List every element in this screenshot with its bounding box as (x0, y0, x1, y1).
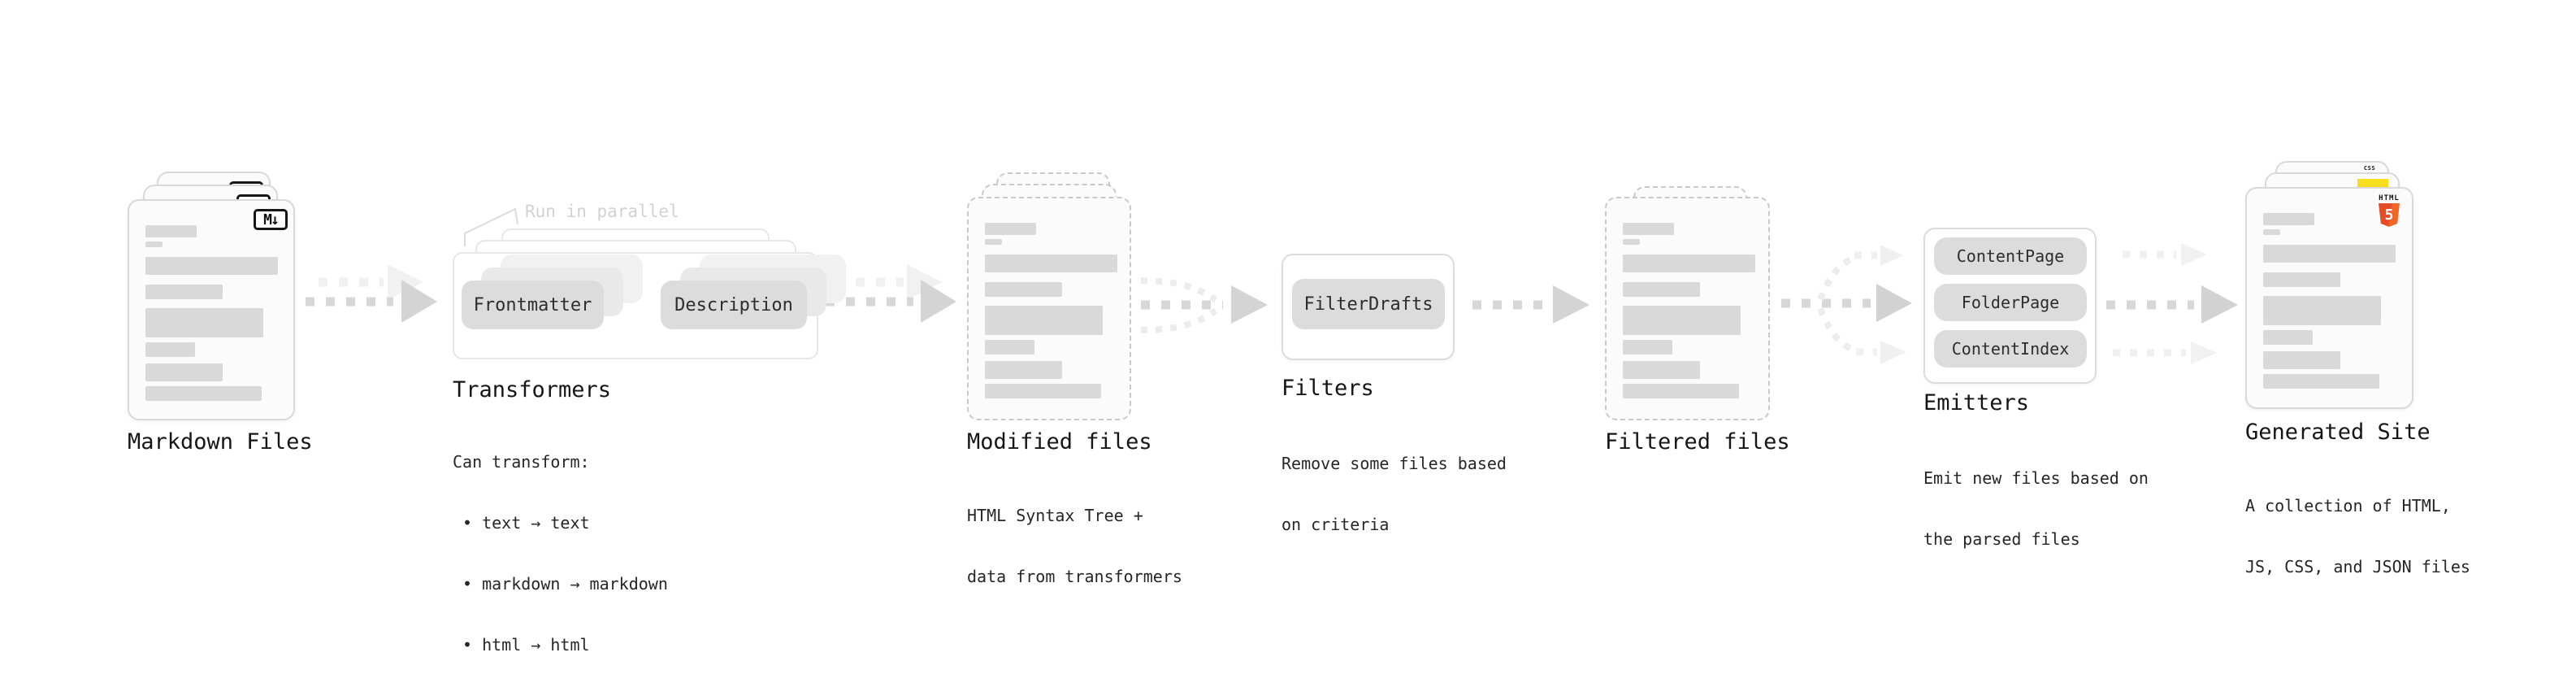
emitters-description: Emit new files based on the parsed files (1923, 428, 2149, 590)
description-line: • html → html (462, 635, 590, 655)
generated-site-label: Generated Site (2245, 420, 2431, 445)
filters-label: Filters (1281, 376, 1374, 401)
description-line: on criteria (1281, 515, 1390, 534)
modified-file-card (967, 197, 1131, 420)
markdown-files-label: Markdown Files (128, 429, 313, 455)
generated-site-description: A collection of HTML, JS, CSS, and JSON … (2245, 455, 2470, 618)
modified-files-label: Modified files (967, 429, 1152, 455)
description-line: data from transformers (967, 567, 1182, 586)
document-placeholder-lines (2263, 213, 2396, 389)
emitters-label: Emitters (1923, 390, 2030, 415)
description-line: Remove some files based (1281, 454, 1507, 473)
modified-files-description: HTML Syntax Tree + data from transformer… (967, 465, 1182, 628)
description-line: the parsed files (1923, 529, 2080, 549)
folderpage-pill: FolderPage (1934, 284, 2087, 321)
filtered-files-label: Filtered files (1605, 429, 1790, 455)
transformers-label: Transformers (453, 377, 612, 402)
arrow-markdown-to-transformers (306, 264, 437, 323)
description-line: • text → text (462, 513, 590, 533)
arrow-modified-to-filters (1140, 277, 1268, 333)
arrows-emitters-to-generated (2106, 243, 2238, 364)
description-line: Emit new files based on (1923, 468, 2149, 488)
filtered-file-card (1605, 197, 1770, 420)
document-placeholder-lines (145, 225, 278, 401)
filters-description: Remove some files based on criteria (1281, 413, 1507, 576)
generated-html-file-card: HTML 5 (2245, 187, 2413, 409)
run-in-parallel-annotation: Run in parallel (525, 202, 679, 221)
description-line: • markdown → markdown (462, 574, 668, 594)
markdown-file-card: M↓ (128, 199, 295, 420)
contentpage-pill: ContentPage (1934, 237, 2087, 275)
description-pill: Description (661, 281, 807, 329)
document-placeholder-lines (1623, 223, 1755, 398)
markdown-icon: M↓ (254, 209, 288, 230)
description-line: HTML Syntax Tree + (967, 506, 1143, 525)
description-line: Can transform: (453, 452, 590, 472)
arrow-filters-to-filtered (1472, 285, 1589, 324)
description-line: A collection of HTML, (2245, 496, 2451, 515)
description-line: JS, CSS, and JSON files (2245, 557, 2470, 576)
contentindex-pill: ContentIndex (1934, 330, 2087, 368)
frontmatter-pill: Frontmatter (462, 281, 604, 329)
html5-icon: HTML 5 (2378, 194, 2400, 227)
pipeline-diagram: M↓ M↓ M↓ Markdown Files Run in parallel … (128, 161, 2470, 655)
transformers-description: Can transform: • text → text • markdown … (453, 411, 668, 696)
document-placeholder-lines (985, 223, 1117, 398)
arrow-filtered-to-emitters (1781, 245, 1912, 364)
filterdrafts-pill: FilterDrafts (1292, 279, 1445, 329)
